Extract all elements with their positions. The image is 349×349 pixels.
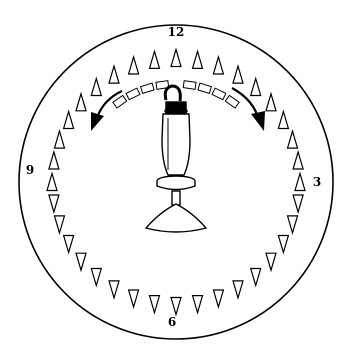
triangle-marker <box>91 79 101 96</box>
triangle-marker <box>109 66 119 83</box>
lamp-icon <box>146 86 206 232</box>
triangle-marker <box>76 253 86 270</box>
triangle-marker <box>109 281 119 298</box>
triangle-marker <box>193 296 203 313</box>
triangle-marker <box>149 51 159 68</box>
triangle-marker <box>266 94 276 111</box>
triangle-marker <box>251 268 261 285</box>
triangle-marker <box>47 174 57 191</box>
triangle-marker <box>233 281 243 298</box>
triangle-marker <box>149 296 159 313</box>
triangle-marker <box>266 253 276 270</box>
triangle-marker <box>64 112 74 129</box>
triangle-marker <box>54 131 64 148</box>
triangle-marker <box>171 298 181 315</box>
arc-box <box>141 83 155 93</box>
label-9: 9 <box>26 163 34 177</box>
label-3: 3 <box>313 175 321 189</box>
triangle-marker <box>293 195 303 212</box>
triangle-marker <box>233 66 243 83</box>
arc-box <box>126 88 140 100</box>
arc-box <box>225 95 239 108</box>
triangle-marker <box>49 195 59 212</box>
triangle-marker <box>251 79 261 96</box>
triangle-marker <box>295 174 305 191</box>
triangle-marker <box>213 290 223 307</box>
triangle-marker <box>288 216 298 233</box>
arc-box <box>113 95 127 108</box>
triangle-marker <box>278 112 288 129</box>
triangle-marker <box>213 57 223 74</box>
triangle-marker <box>278 236 288 253</box>
arc-box <box>183 81 196 90</box>
triangle-marker <box>288 131 298 148</box>
triangle-marker <box>171 50 181 67</box>
triangle-marker <box>49 152 59 169</box>
label-6: 6 <box>168 315 176 329</box>
triangle-marker <box>76 94 86 111</box>
triangle-marker <box>91 268 101 285</box>
arc-box <box>198 83 212 93</box>
arc-box <box>212 88 226 100</box>
triangle-marker <box>54 216 64 233</box>
triangle-marker <box>129 57 139 74</box>
triangle-marker <box>293 152 303 169</box>
label-12: 12 <box>168 25 185 39</box>
left-curved-arrow-icon <box>91 91 122 131</box>
triangle-marker <box>64 236 74 253</box>
triangle-marker <box>193 51 203 68</box>
triangle-marker <box>129 290 139 307</box>
